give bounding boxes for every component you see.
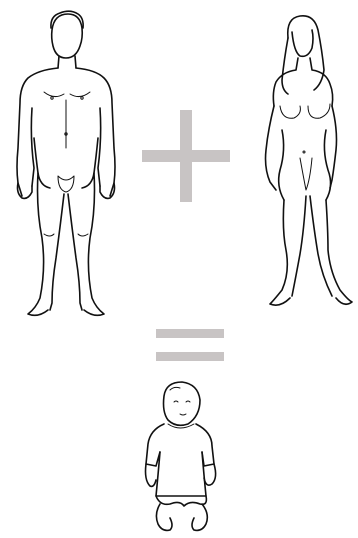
baby-figure <box>140 380 224 536</box>
man-figure <box>8 8 120 324</box>
equals-sign <box>154 326 226 366</box>
plus-sign <box>140 108 232 204</box>
woman-figure <box>252 10 356 310</box>
